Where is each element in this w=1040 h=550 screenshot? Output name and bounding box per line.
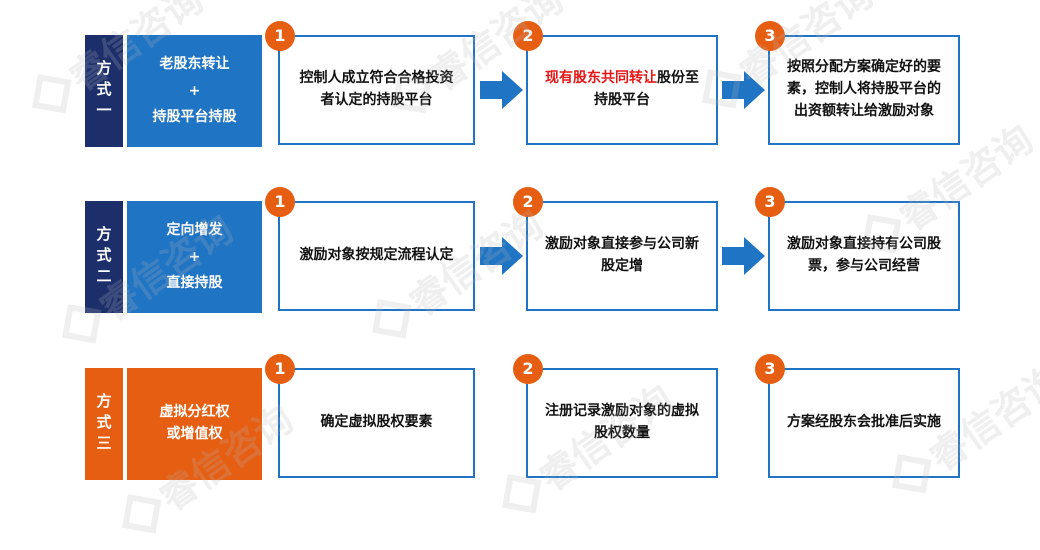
step-text: 控制人成立符合合格投资者认定的持股平台 <box>299 70 454 108</box>
step-text: 按照分配方案确定好的要素，控制人将持股平台的出资额转让给激励对象 <box>787 59 941 119</box>
method-desc-line: 或增值权 <box>166 426 223 442</box>
method-label: 方式二 <box>85 201 123 313</box>
method-desc-line: 老股东转让 <box>159 56 230 73</box>
step-box: 3 方案经股东会批准后实施 <box>755 354 960 478</box>
method-row-2: 方式二 定向增发 + 直接持股 1 激励对象按规定流程认定 2 激励对象直接参与… <box>0 187 1040 341</box>
method-desc-line: + <box>188 248 201 265</box>
step-text: 确定虚拟股权要素 <box>320 414 433 431</box>
method-row-3: 方式三 虚拟分红权 或增值权 1 确定虚拟股权要素 2 注册记录激励对象的虚拟股… <box>0 354 1040 508</box>
step-text-highlight: 现有股东共同转让 <box>545 70 657 87</box>
method-desc-line: 直接持股 <box>166 275 223 292</box>
step-box: 1 确定虚拟股权要素 <box>265 354 475 478</box>
step-number-badge: 1 <box>265 354 295 384</box>
step-number-badge: 2 <box>513 354 543 384</box>
step-text: 方案经股东会批准后实施 <box>787 414 941 431</box>
step-text-rest: 股份至持股平台 <box>594 70 699 108</box>
step-box: 2 现有股东共同转让股份至持股平台 <box>513 21 718 145</box>
step-text: 激励对象按规定流程认定 <box>299 247 454 264</box>
step-text: 注册记录激励对象的虚拟股权数量 <box>545 403 699 441</box>
arrow-right-icon <box>480 71 523 109</box>
step-text: 激励对象直接持有公司股票，参与公司经营 <box>787 236 941 274</box>
method-row-1: 方式一 老股东转让 + 持股平台持股 1 控制人成立符合合格投资者认定的持股平台… <box>0 21 1040 175</box>
method-desc-line: 持股平台持股 <box>152 109 237 126</box>
step-box: 2 注册记录激励对象的虚拟股权数量 <box>513 354 718 478</box>
step-text: 现有股东共同转让股份至持股平台 <box>542 68 702 111</box>
step-box: 3 按照分配方案确定好的要素，控制人将持股平台的出资额转让给激励对象 <box>755 21 960 145</box>
method-label: 方式一 <box>85 35 123 147</box>
step-box: 3 激励对象直接持有公司股票，参与公司经营 <box>755 187 960 311</box>
arrow-right-icon <box>722 237 765 275</box>
method-desc-line: 虚拟分红权 <box>159 404 230 421</box>
step-box: 1 激励对象按规定流程认定 <box>265 187 475 311</box>
arrow-right-icon <box>480 237 523 275</box>
method-desc-line: 定向增发 <box>166 222 223 239</box>
method-label: 方式三 <box>85 368 123 480</box>
arrow-right-icon <box>722 71 765 109</box>
step-box: 1 控制人成立符合合格投资者认定的持股平台 <box>265 21 475 145</box>
step-number-badge: 2 <box>513 21 543 51</box>
method-description: 老股东转让 + 持股平台持股 <box>127 35 262 147</box>
method-desc-line: + <box>188 82 201 99</box>
step-number-badge: 3 <box>755 21 785 51</box>
step-text: 激励对象直接参与公司新股定增 <box>545 236 699 274</box>
step-number-badge: 1 <box>265 21 295 51</box>
step-box: 2 激励对象直接参与公司新股定增 <box>513 187 718 311</box>
step-number-badge: 3 <box>755 187 785 217</box>
method-description: 定向增发 + 直接持股 <box>127 201 262 313</box>
method-description: 虚拟分红权 或增值权 <box>127 368 262 480</box>
step-number-badge: 1 <box>265 187 295 217</box>
step-number-badge: 2 <box>513 187 543 217</box>
step-number-badge: 3 <box>755 354 785 384</box>
